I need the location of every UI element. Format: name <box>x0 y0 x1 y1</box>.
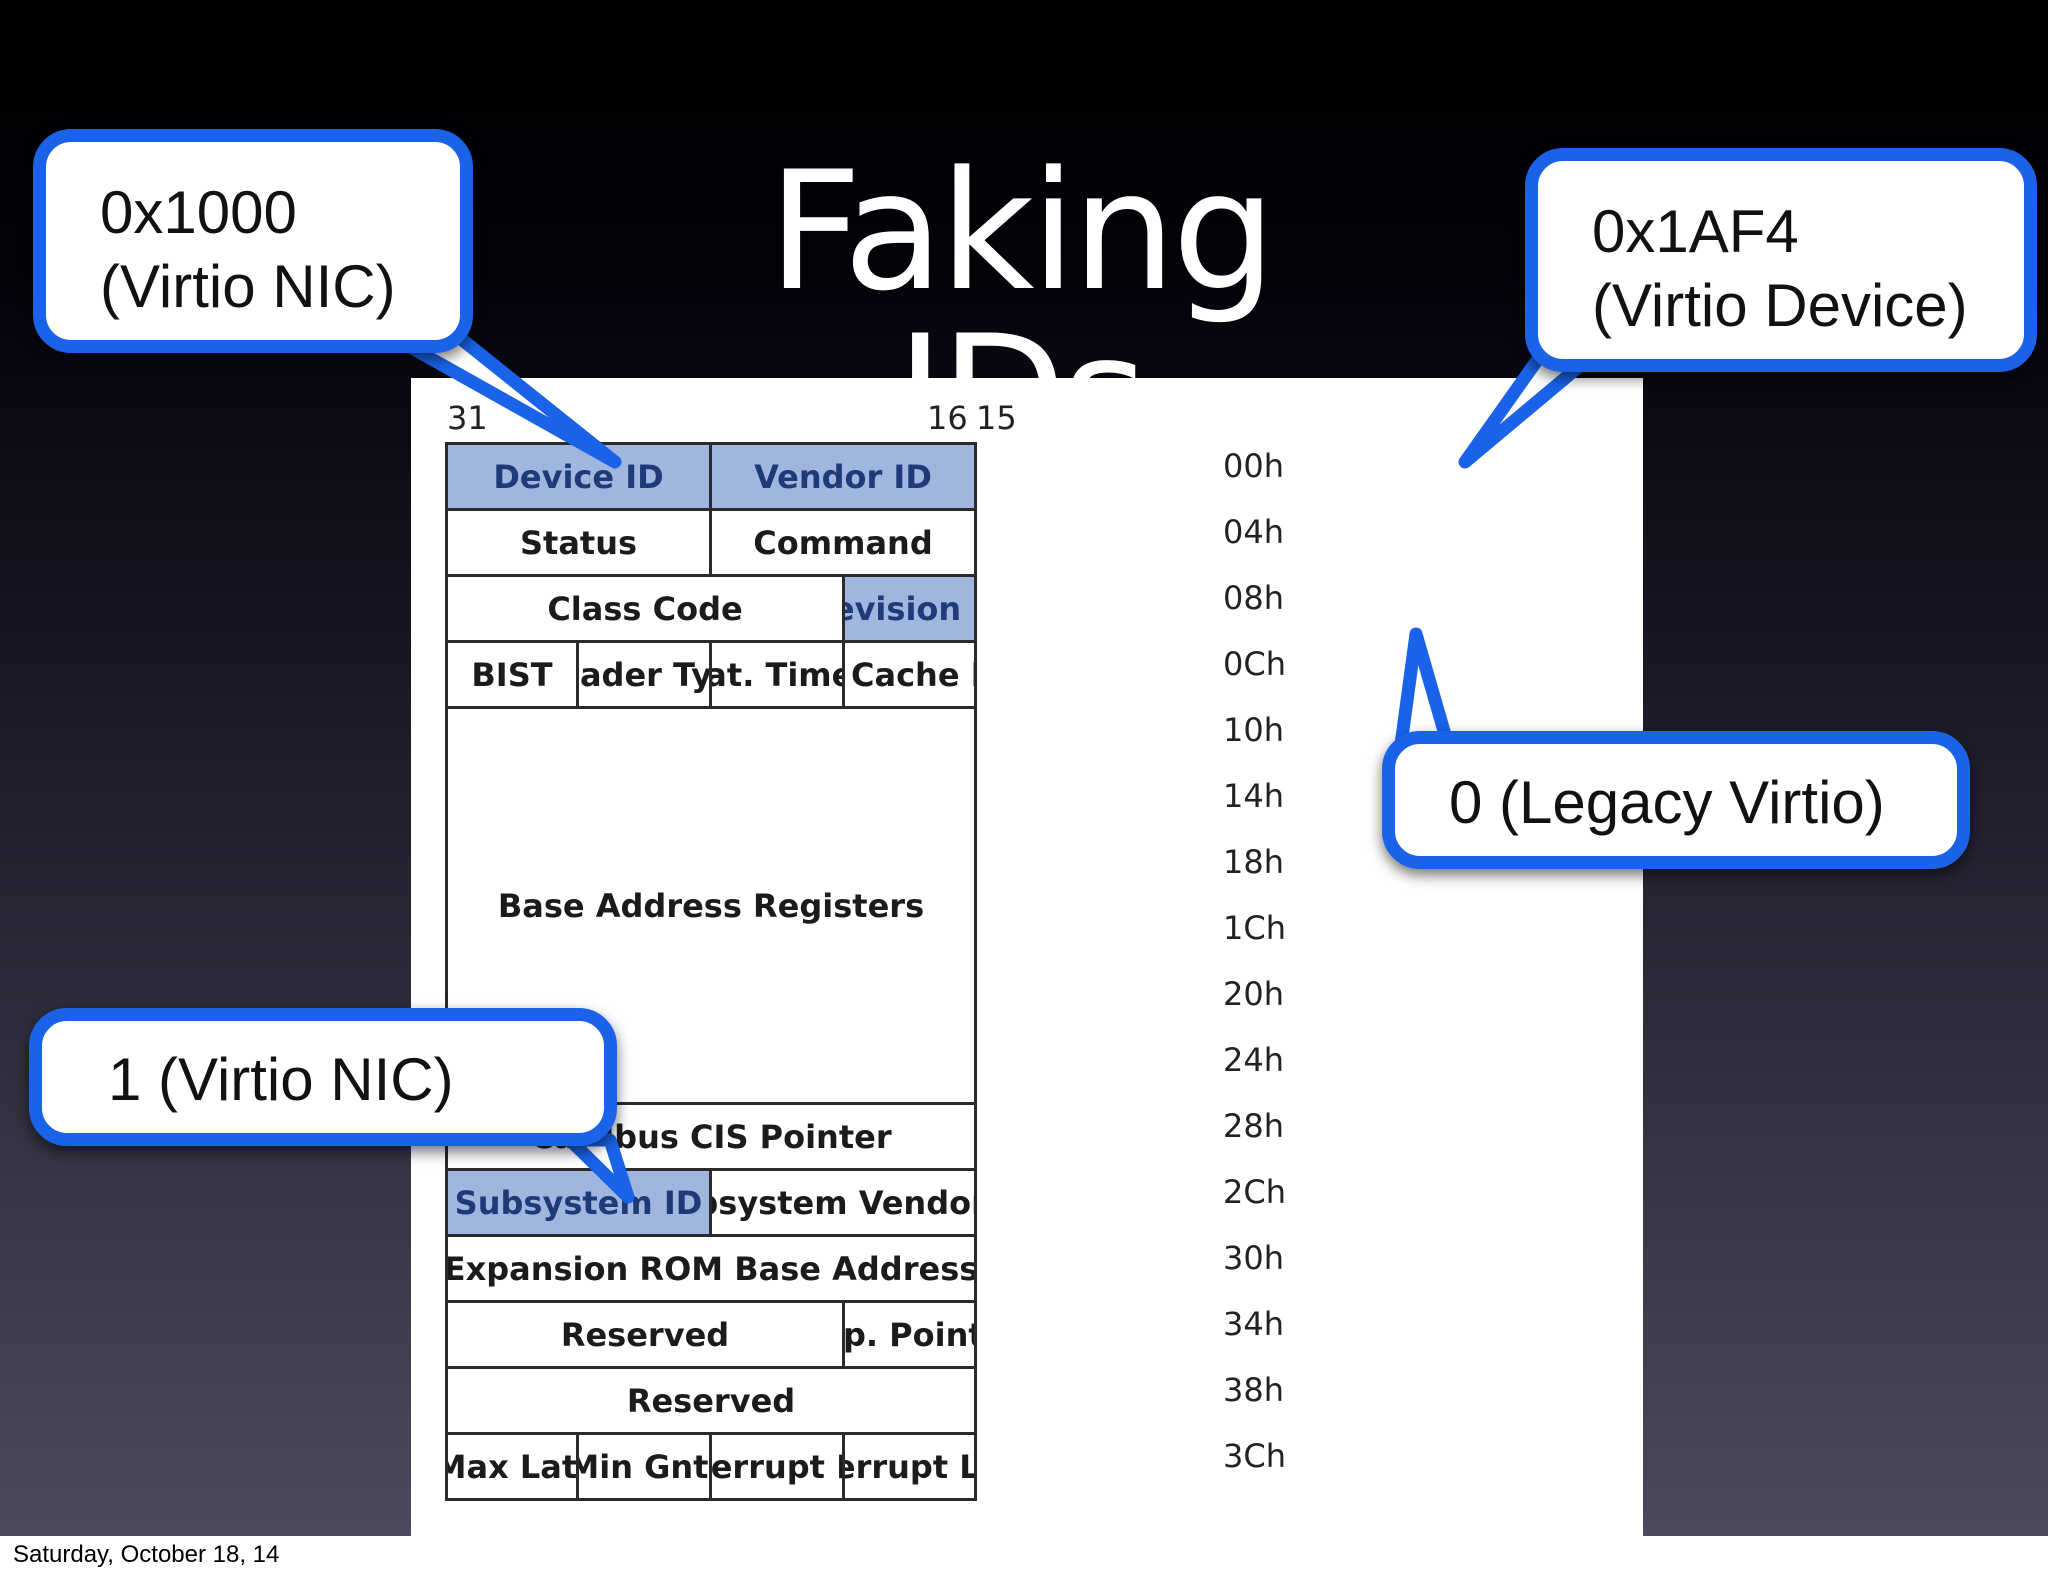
offset-label: 0Ch <box>1223 645 1286 683</box>
offset-label: 1Ch <box>1223 909 1286 947</box>
field-lat-timer: Lat. Timer <box>709 640 845 709</box>
field-interrupt-pin: Interrupt Pin <box>709 1432 845 1501</box>
field-device-id: Device ID <box>445 442 712 511</box>
offset-label: 2Ch <box>1223 1173 1286 1211</box>
field-reserved-1: Reserved <box>445 1300 845 1369</box>
field-status: Status <box>445 508 712 577</box>
pci-config-space-diagram: 31 16 15 Device ID Vendor ID Status Comm… <box>411 378 1643 1536</box>
callout-subsystem-id-value: 1 (Virtio NIC) <box>108 1046 454 1113</box>
field-header-type: Header Type <box>576 640 712 709</box>
offset-label: 30h <box>1223 1239 1284 1277</box>
offset-label: 14h <box>1223 777 1284 815</box>
slide: Faking IDs 31 16 15 Device ID Vendor ID … <box>0 0 2048 1536</box>
callout-vendor-id: 0x1AF4 (Virtio Device) <box>1525 148 2037 372</box>
callout-subsystem-id: 1 (Virtio NIC) <box>29 1008 617 1146</box>
field-cap-pointer: Cap. Pointer <box>842 1300 977 1369</box>
offset-label: 20h <box>1223 975 1284 1013</box>
bit-label-31: 31 <box>447 399 488 437</box>
field-cache-line-size: Cache Line S. <box>842 640 977 709</box>
field-expansion-rom-base-address: Expansion ROM Base Address <box>445 1234 977 1303</box>
field-vendor-id: Vendor ID <box>709 442 977 511</box>
offset-label: 38h <box>1223 1371 1284 1409</box>
callout-vendor-id-value: 0x1AF4 <box>1592 198 1799 265</box>
field-bist: BIST <box>445 640 579 709</box>
field-reserved-2: Reserved <box>445 1366 977 1435</box>
slide-footer: Saturday, October 18, 14 <box>0 1536 2048 1576</box>
offset-label: 04h <box>1223 513 1284 551</box>
field-subsystem-vendor-id: Subsystem Vendor ID <box>709 1168 977 1237</box>
offset-label: 00h <box>1223 447 1284 485</box>
offset-label: 28h <box>1223 1107 1284 1145</box>
field-subsystem-id: Subsystem ID <box>445 1168 712 1237</box>
offset-label: 08h <box>1223 579 1284 617</box>
bit-label-16: 16 <box>927 399 968 437</box>
callout-revision-id: 0 (Legacy Virtio) <box>1382 731 1970 869</box>
callout-revision-id-value: 0 (Legacy Virtio) <box>1449 769 1885 836</box>
bit-label-15: 15 <box>976 399 1017 437</box>
offset-label: 34h <box>1223 1305 1284 1343</box>
callout-device-id: 0x1000 (Virtio NIC) <box>33 129 473 353</box>
offset-label: 18h <box>1223 843 1284 881</box>
field-interrupt-line: Interrupt Line <box>842 1432 977 1501</box>
field-max-lat: Max Lat. <box>445 1432 579 1501</box>
callout-device-id-value: 0x1000 <box>100 179 297 246</box>
field-class-code: Class Code <box>445 574 845 643</box>
field-min-gnt: Min Gnt. <box>576 1432 712 1501</box>
callout-device-id-desc: (Virtio NIC) <box>100 253 396 320</box>
offset-label: 3Ch <box>1223 1437 1286 1475</box>
footer-date: Saturday, October 18, 14 <box>13 1541 280 1568</box>
offset-label: 24h <box>1223 1041 1284 1079</box>
offset-label: 10h <box>1223 711 1284 749</box>
field-command: Command <box>709 508 977 577</box>
callout-vendor-id-desc: (Virtio Device) <box>1592 272 1968 339</box>
field-revision-id: Revision ID <box>842 574 977 643</box>
